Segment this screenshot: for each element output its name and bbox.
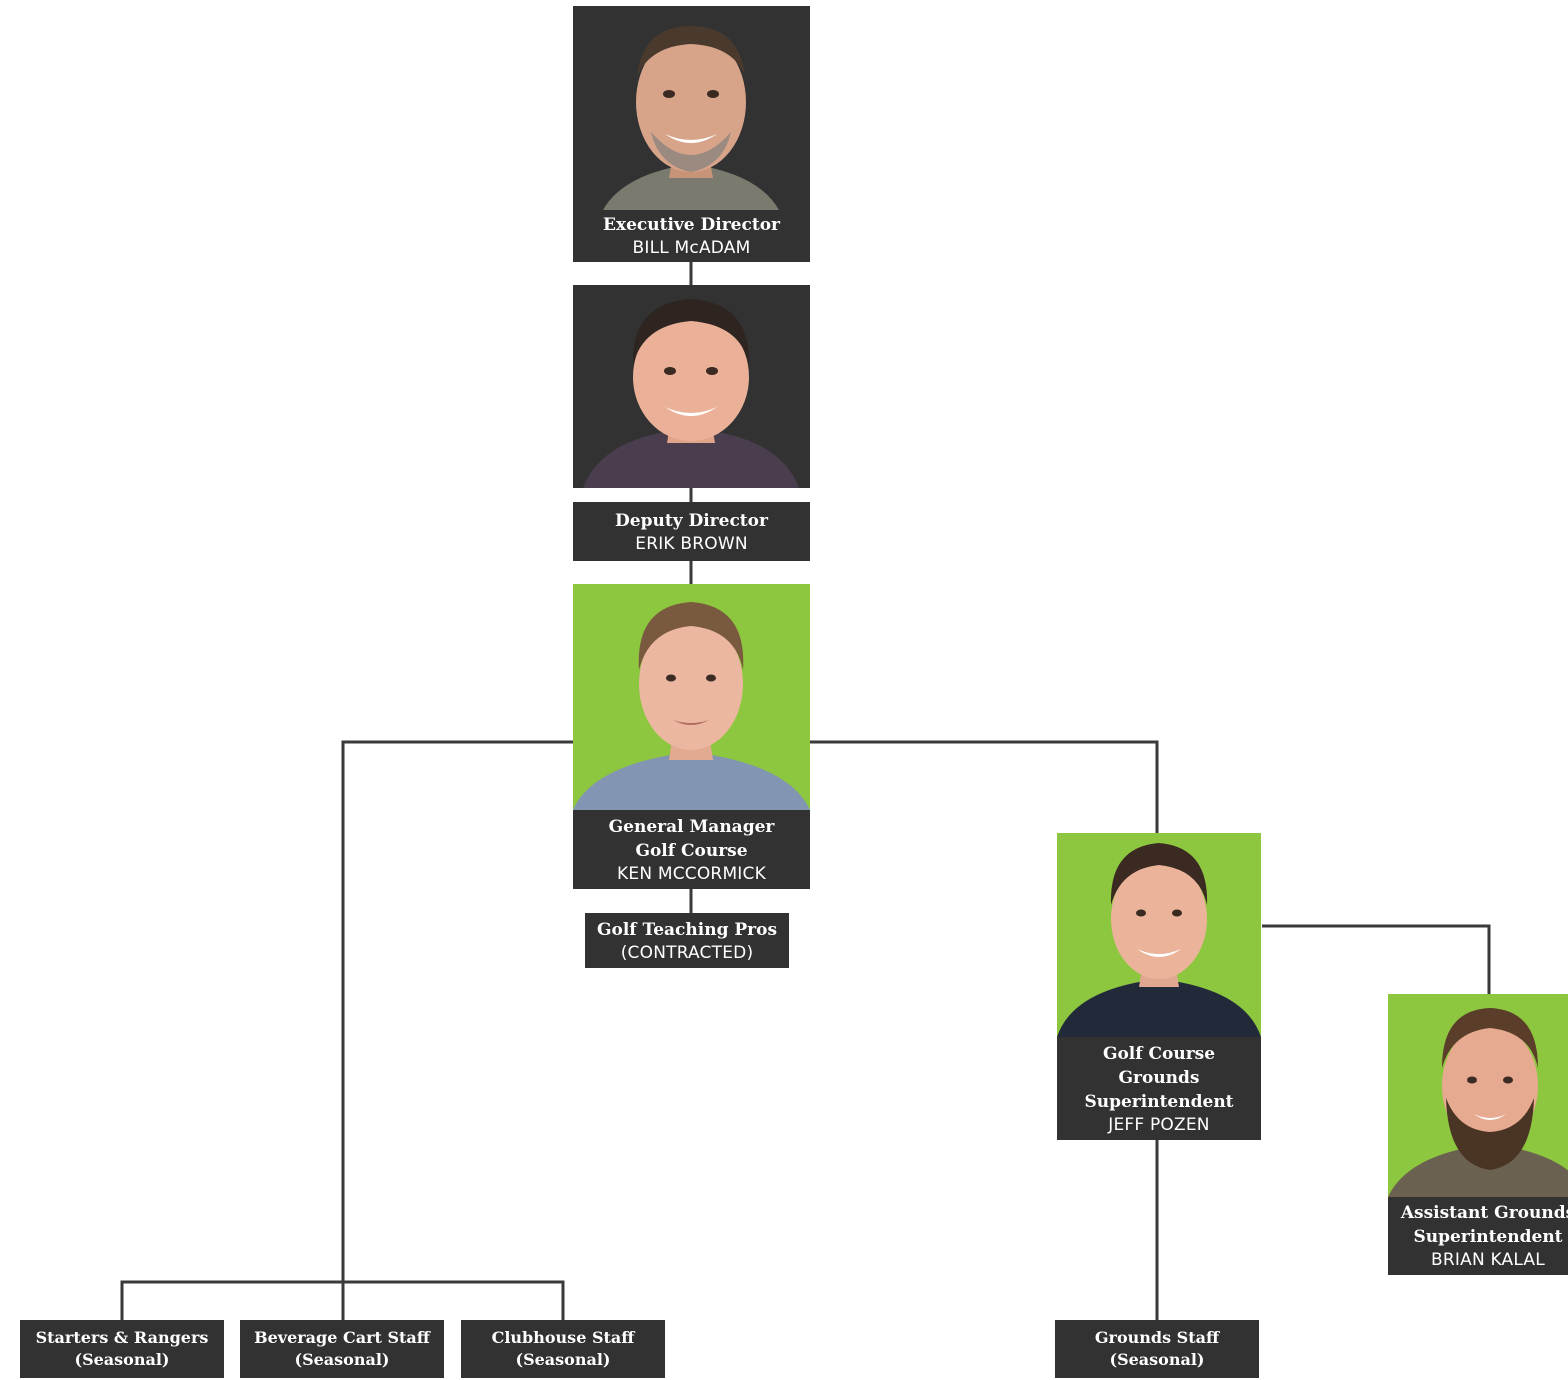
node-name: JEFF POZEN	[1108, 1114, 1210, 1135]
node-sub: (Seasonal)	[1109, 1350, 1205, 1369]
general-manager-photo	[573, 584, 810, 810]
node-name: BILL McADAM	[632, 238, 751, 258]
connector-superintendent-assistant	[1262, 924, 1491, 994]
clubhouse-staff-box: Clubhouse Staff (Seasonal)	[461, 1320, 665, 1378]
grounds-superintendent-photo	[1057, 833, 1261, 1037]
node-name: BRIAN KALAL	[1431, 1250, 1545, 1270]
assistant-superintendent-label: Assistant Grounds Superintendent BRIAN K…	[1388, 1197, 1568, 1275]
node-title-line1: Assistant Grounds	[1400, 1203, 1568, 1223]
starters-rangers-box: Starters & Rangers (Seasonal)	[20, 1320, 224, 1378]
node-name: (CONTRACTED)	[620, 942, 754, 963]
beverage-cart-box: Beverage Cart Staff (Seasonal)	[240, 1320, 444, 1378]
node-title: Executive Director	[602, 215, 780, 235]
node-title-line2: Golf Course	[635, 840, 748, 861]
node-title-line2: Grounds	[1118, 1067, 1200, 1088]
assistant-superintendent-photo	[1388, 994, 1568, 1197]
node-title-line3: Superintendent	[1084, 1091, 1234, 1112]
connector-gm-superintendent	[810, 740, 1159, 833]
general-manager-card: General Manager Golf Course KEN MCCORMIC…	[573, 584, 810, 889]
grounds-superintendent-label: Golf Course Grounds Superintendent JEFF …	[1057, 1037, 1261, 1140]
node-title-line1: General Manager	[608, 816, 775, 837]
node-title: Beverage Cart Staff	[254, 1328, 430, 1347]
executive-director-card: Executive Director BILL McADAM	[573, 6, 810, 262]
node-title-line1: Golf Course	[1102, 1043, 1216, 1064]
node-title: Golf Teaching Pros	[596, 919, 778, 940]
node-name: ERIK BROWN	[635, 533, 748, 554]
teaching-pros-box: Golf Teaching Pros (CONTRACTED)	[585, 913, 789, 968]
deputy-director-card: Deputy Director ERIK BROWN	[573, 285, 810, 561]
node-sub: (Seasonal)	[74, 1350, 170, 1369]
node-title: Clubhouse Staff	[491, 1328, 635, 1347]
deputy-director-label: Deputy Director ERIK BROWN	[573, 502, 810, 561]
assistant-superintendent-card: Assistant Grounds Superintendent BRIAN K…	[1388, 994, 1568, 1275]
node-sub: (Seasonal)	[294, 1350, 390, 1369]
node-title: Starters & Rangers	[35, 1328, 209, 1347]
node-title: Deputy Director	[615, 510, 768, 531]
grounds-superintendent-card: Golf Course Grounds Superintendent JEFF …	[1057, 833, 1261, 1140]
node-title: Grounds Staff	[1094, 1328, 1220, 1347]
general-manager-label: General Manager Golf Course KEN MCCORMIC…	[573, 810, 810, 889]
node-name: KEN MCCORMICK	[617, 863, 766, 884]
node-sub: (Seasonal)	[515, 1350, 611, 1369]
executive-director-label: Executive Director BILL McADAM	[573, 210, 810, 262]
executive-director-photo	[573, 6, 810, 210]
deputy-director-photo	[573, 285, 810, 488]
node-title-line2: Superintendent	[1413, 1227, 1563, 1247]
grounds-staff-box: Grounds Staff (Seasonal)	[1055, 1320, 1259, 1378]
connector-gm-left-branch	[341, 740, 573, 1282]
